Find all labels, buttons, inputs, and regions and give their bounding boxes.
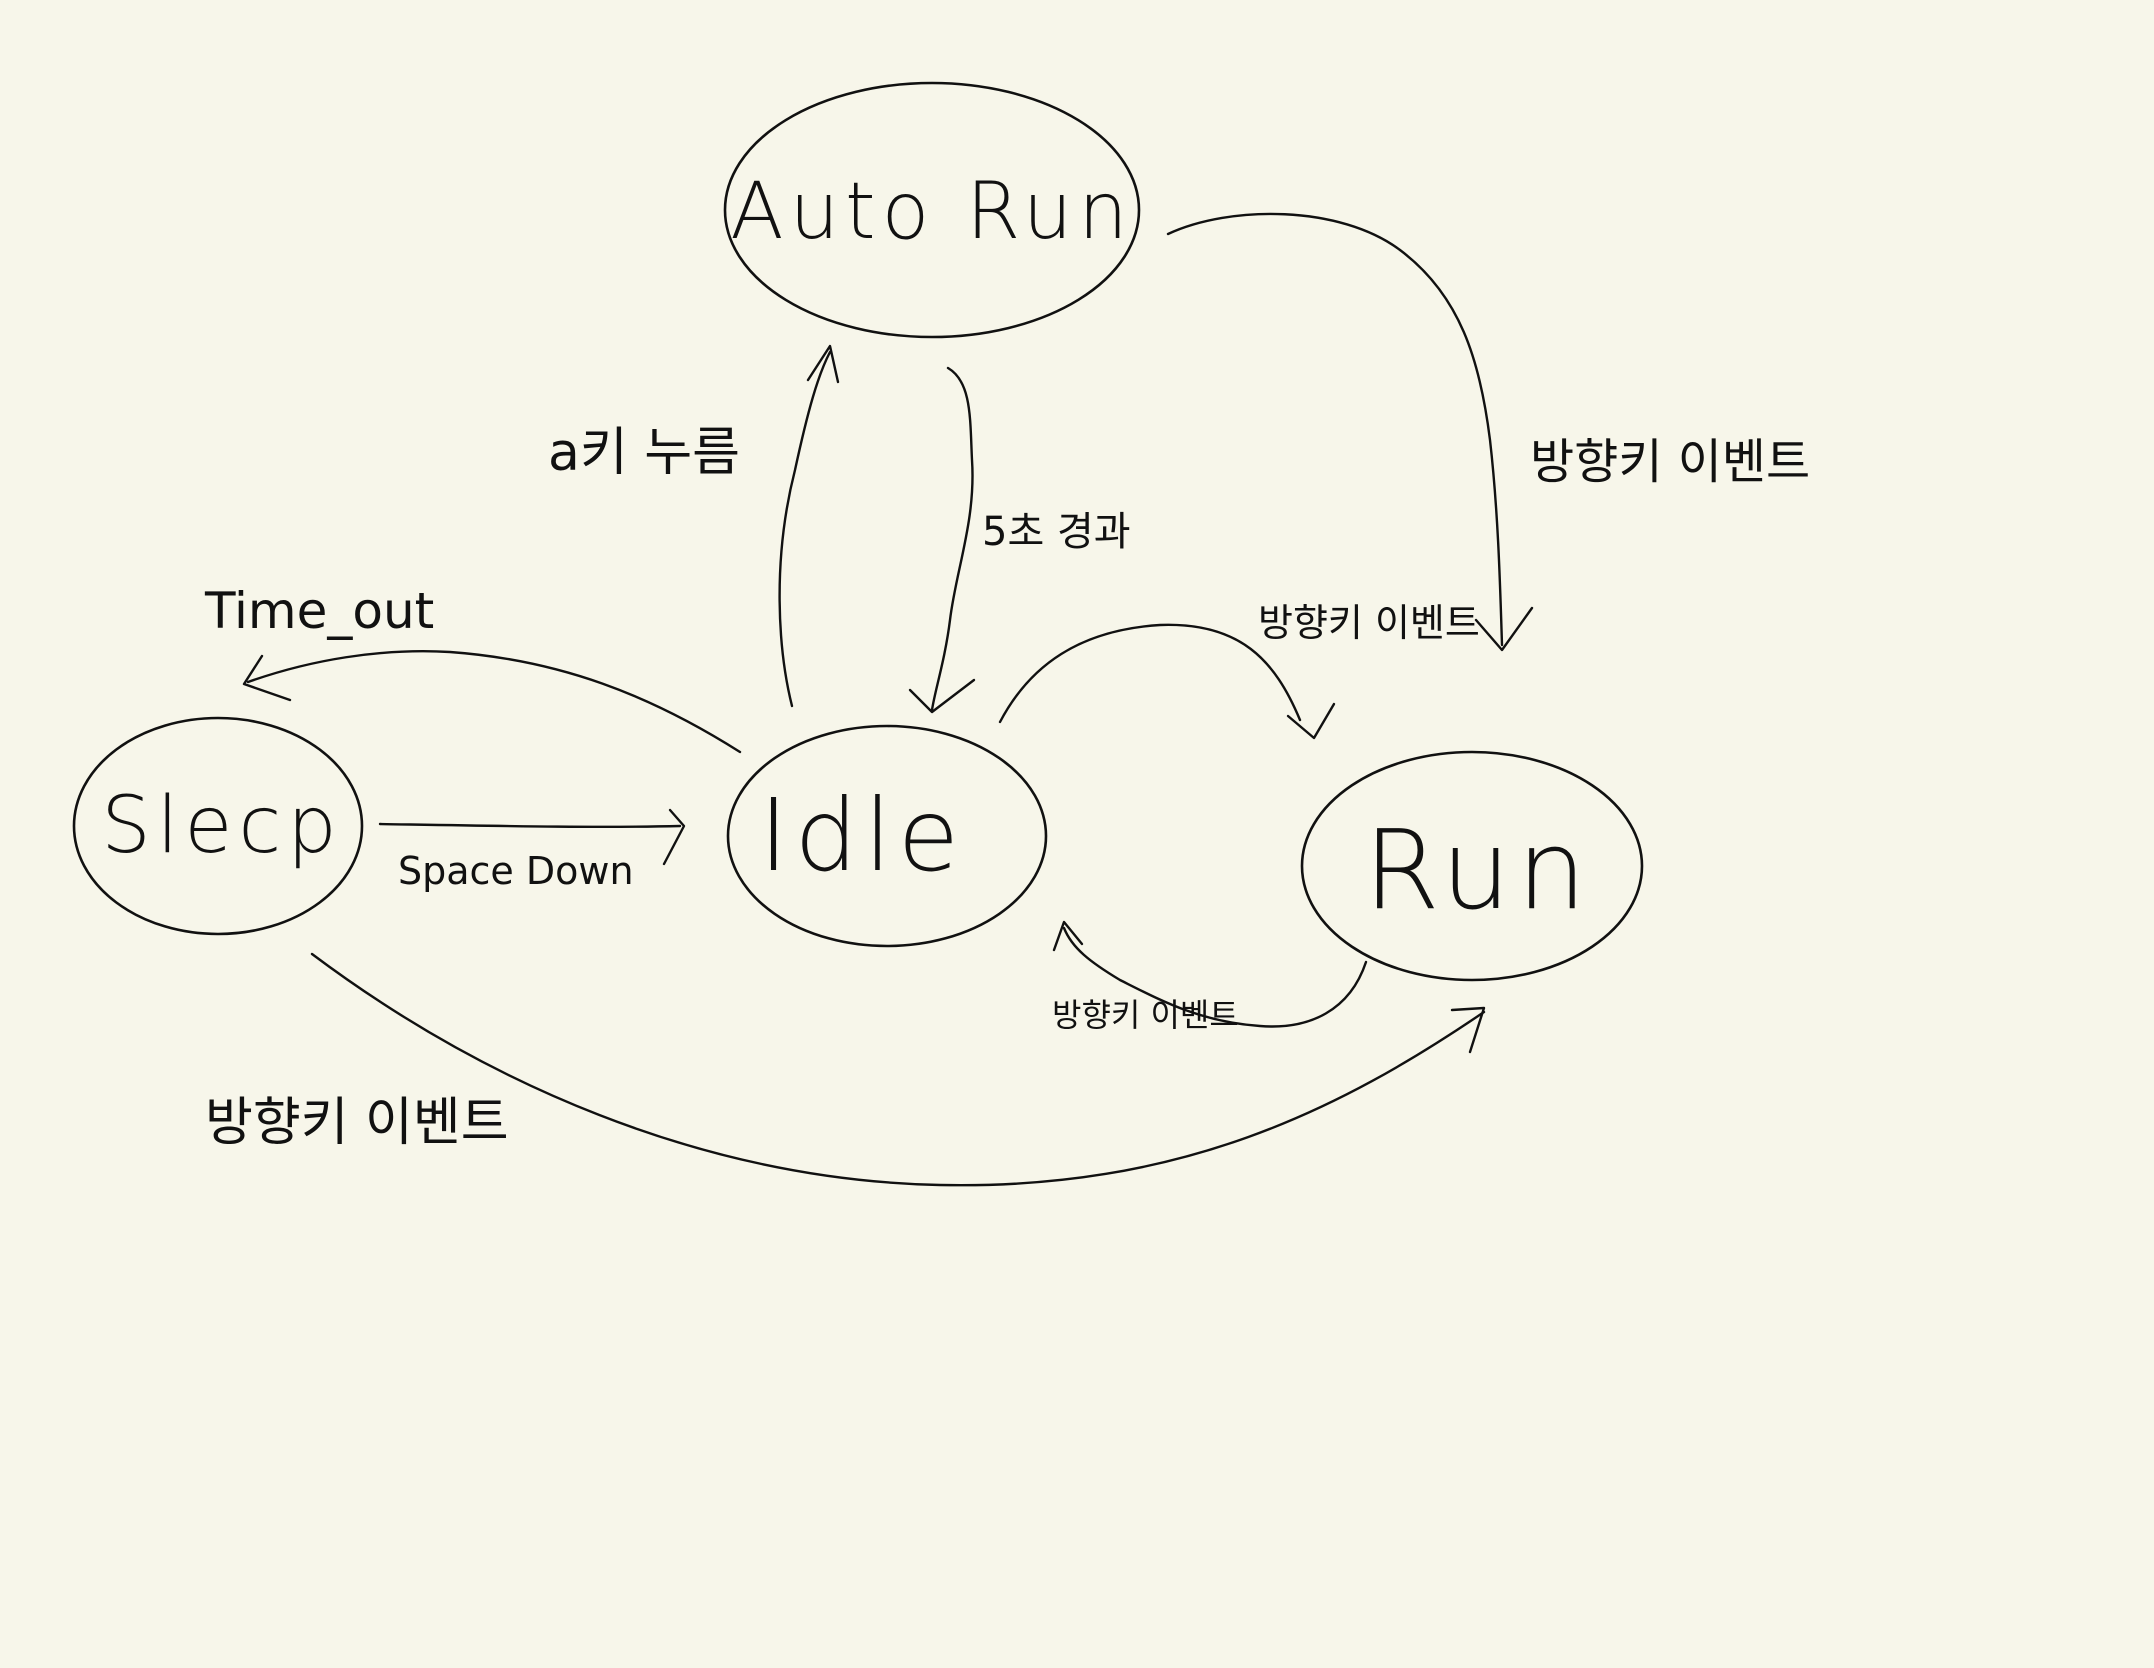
sleep-label: Slecp [101, 781, 343, 871]
edge-auto-run-to-run: 방향키 이벤트 [1166, 212, 1810, 652]
edge-run-to-idle: 방향키 이벤트 [1052, 920, 1368, 1034]
edge-sleep-to-idle-arrowhead [662, 808, 686, 866]
edge-idle-to-sleep-line [246, 650, 742, 754]
edge-idle-to-auto-run: a키 누름 [548, 344, 840, 708]
run-ellipse [1300, 750, 1644, 982]
edge-sleep-to-idle-label: Space Down [398, 849, 634, 893]
edge-sleep-to-idle-line [378, 822, 682, 829]
edge-auto-run-to-idle-arrowhead [908, 678, 976, 714]
auto-run-ellipse [723, 81, 1141, 339]
edge-run-to-idle-label: 방향키 이벤트 [1052, 996, 1239, 1034]
run-label: Run [1364, 806, 1593, 934]
edge-idle-to-run: 방향키 이벤트 [998, 601, 1480, 740]
idle-label: Idle [759, 777, 965, 894]
sleep-ellipse [72, 716, 364, 936]
auto-run-label: Auto Run [730, 167, 1133, 257]
edge-idle-to-run-arrowhead [1286, 702, 1336, 740]
edge-idle-to-run-label: 방향키 이벤트 [1258, 601, 1480, 645]
edge-idle-to-run-line [998, 623, 1302, 724]
idle-ellipse [726, 724, 1048, 948]
edge-sleep-to-run-label: 방향키 이벤트 [205, 1093, 509, 1153]
edge-auto-run-to-idle-line [930, 366, 974, 712]
edge-sleep-to-idle: Space Down [378, 808, 686, 893]
edge-sleep-to-run-arrowhead [1450, 1006, 1486, 1054]
edge-run-to-idle-line [1062, 926, 1368, 1028]
edge-sleep-to-run-line [310, 952, 1486, 1187]
state-sleep: Slecp [72, 716, 364, 936]
edge-auto-run-to-idle-label: 5초 경과 [982, 509, 1131, 555]
edge-auto-run-to-run-label: 방향키 이벤트 [1530, 434, 1810, 490]
state-auto-run: Auto Run [723, 81, 1141, 339]
edge-auto-run-to-run-arrowhead [1474, 606, 1534, 652]
edge-idle-to-auto-run-label: a키 누름 [548, 423, 740, 483]
edge-idle-to-sleep-label: Time_out [204, 582, 434, 640]
edge-idle-to-auto-run-arrowhead [806, 344, 840, 384]
edge-auto-run-to-idle: 5초 경과 [908, 366, 1131, 714]
edge-sleep-to-run: 방향키 이벤트 [205, 952, 1486, 1187]
edge-idle-to-sleep: Time_out [204, 582, 742, 754]
edge-idle-to-sleep-arrowhead [242, 654, 292, 702]
edge-idle-to-auto-run-line [778, 350, 832, 708]
state-idle: Idle [726, 724, 1048, 948]
edge-run-to-idle-arrowhead [1052, 920, 1084, 952]
edge-auto-run-to-run-line [1166, 212, 1504, 647]
state-run: Run [1300, 750, 1644, 982]
